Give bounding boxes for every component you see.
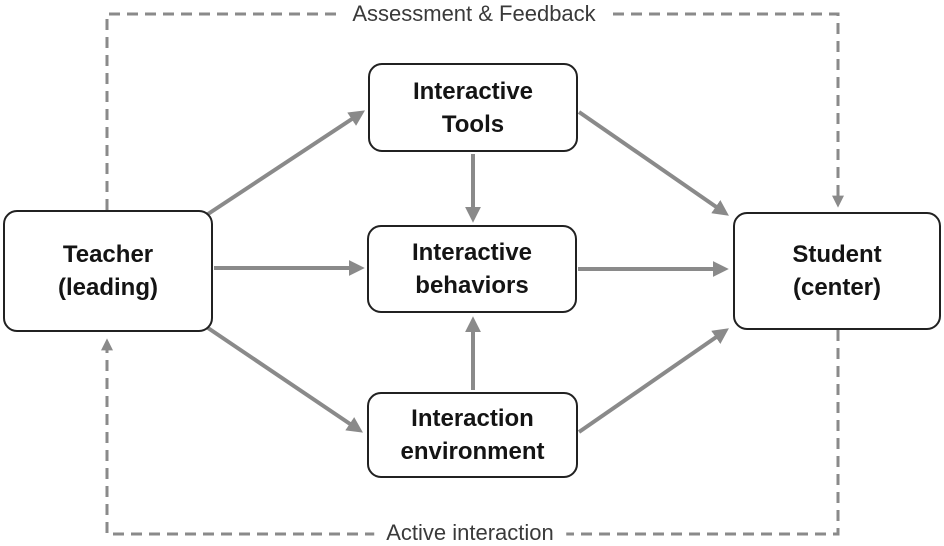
node-tools-line1: Interactive [412,77,534,105]
node-behaviors-line2: behaviors [415,272,529,299]
node-behaviors-line1: Interactive [411,239,533,266]
node-teacher-line1: Teacher [62,241,154,268]
node-tools-line2: Tools [441,110,505,138]
node-teacher: Teacher (leading) [3,210,213,332]
arrow-teacher-to-tools [206,110,366,216]
node-student-line2: (center) [792,274,882,301]
arrow-teacher-to-environment [206,326,363,433]
node-student: Student (center) [733,212,941,330]
node-environment-line2: environment [400,438,545,465]
node-interactive-behaviors: Interactive behaviors [367,225,577,313]
node-student-line1: Student [792,241,882,268]
arrow-environment-to-student [577,328,729,434]
dashed-arrow-student-to-teacher-bottom [101,330,840,536]
label-assessment-feedback: Assessment & Feedback [340,1,608,27]
node-interaction-environment: Interaction environment [367,392,578,478]
node-environment-line1: Interaction [411,405,534,432]
node-interactive-tools: Interactive Tools [368,63,578,152]
label-active-interaction: Active interaction [374,520,566,546]
arrow-tools-to-student [577,110,729,216]
node-teacher-line2: (leading) [58,274,158,301]
